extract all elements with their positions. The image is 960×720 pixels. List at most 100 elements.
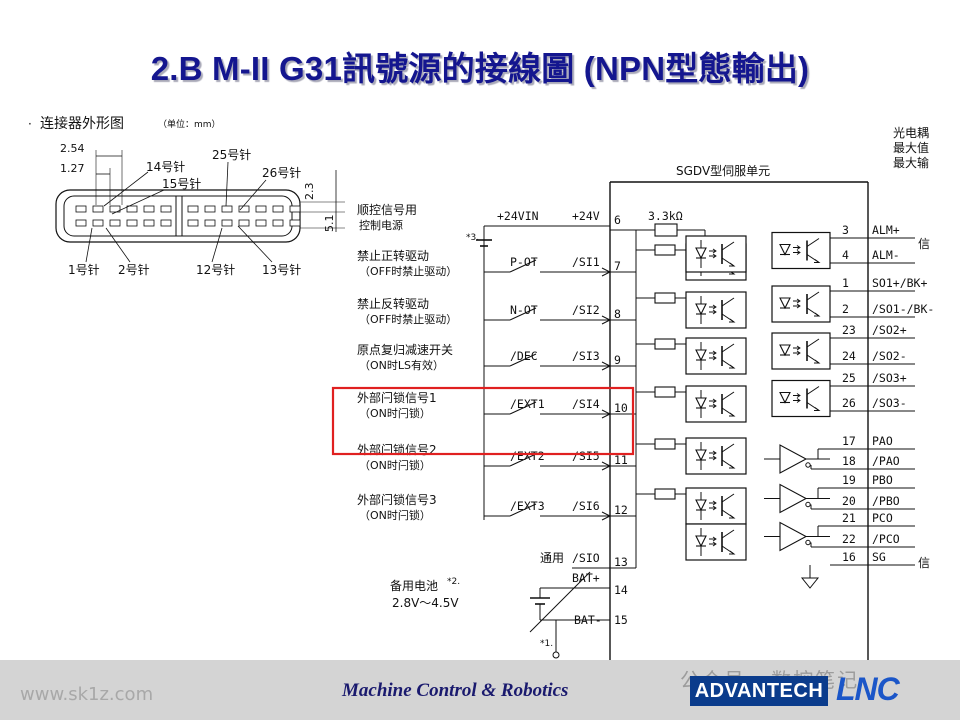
output-optocoupler bbox=[771, 285, 831, 323]
input-desc: 顺控信号用 bbox=[357, 203, 417, 217]
battery-note: *2. bbox=[447, 577, 460, 587]
output-pin: 16 bbox=[842, 550, 856, 564]
output-signal: /PCO bbox=[872, 532, 900, 546]
output-optocoupler bbox=[771, 231, 831, 270]
input-desc-sub: （ON时LS有效） bbox=[359, 358, 444, 372]
output-row: /SO2+23 bbox=[830, 323, 915, 339]
output-pin: 21 bbox=[842, 511, 856, 525]
input-desc-sub: （ON时闩锁） bbox=[359, 458, 431, 472]
input-switch-label: P-OT bbox=[510, 255, 538, 269]
pin-hole bbox=[272, 219, 284, 227]
pin-hole bbox=[143, 205, 155, 213]
output-row: /PAO 18 bbox=[830, 454, 915, 470]
pin-hole bbox=[109, 219, 121, 227]
output-signal: SG bbox=[872, 550, 886, 564]
input-switch-label: N-OT bbox=[510, 303, 538, 317]
pin-hole bbox=[160, 205, 172, 213]
connector-drawing: · 连接器外形图 （单位：mm） 2.54 1.27 2.3 5.1 14号针 … bbox=[28, 115, 345, 277]
pin-hole bbox=[255, 205, 267, 213]
highlight-box bbox=[331, 386, 635, 456]
input-desc: 禁止正转驱动 bbox=[357, 248, 429, 263]
output-pin: 26 bbox=[842, 396, 856, 410]
dim-height-1: 2.3 bbox=[303, 183, 316, 201]
pin-hole bbox=[187, 205, 199, 213]
star-3: *3. bbox=[466, 233, 479, 243]
dim-height-2: 5.1 bbox=[323, 215, 336, 233]
output-row: SO1+/BK+1 bbox=[830, 276, 927, 292]
pin-hole bbox=[160, 219, 172, 227]
output-optocoupler bbox=[771, 379, 831, 418]
output-pin: 18 bbox=[842, 454, 856, 468]
input-desc-sub: （ON时闩锁） bbox=[359, 406, 431, 420]
output-pin: 1 bbox=[842, 276, 849, 290]
servo-unit-label: SGDV型伺服单元 bbox=[676, 164, 770, 178]
output-signal: /SO3+ bbox=[872, 371, 907, 385]
input-desc: 禁止反转驱动 bbox=[357, 296, 429, 311]
input-desc: 外部闩锁信号3 bbox=[357, 492, 437, 507]
servo-unit-frame: SGDV型伺服单元 bbox=[609, 164, 869, 660]
footer-tagline: Machine Control & Robotics bbox=[342, 680, 569, 701]
pin-hole bbox=[238, 205, 250, 213]
note-max-2: 最大输 bbox=[893, 155, 929, 170]
output-signal: /PAO bbox=[872, 454, 900, 468]
output-signal: /SO2- bbox=[872, 349, 907, 363]
input-desc: 原点复归减速开关 bbox=[357, 343, 453, 357]
dim-pitch: 2.54 bbox=[60, 142, 85, 155]
input-signal: /SI6 bbox=[572, 499, 600, 513]
output-signal: /PBO bbox=[872, 494, 900, 508]
footer-site: www.sk1z.com bbox=[20, 684, 154, 705]
pin-hole bbox=[75, 205, 87, 213]
output-pin: 25 bbox=[842, 371, 856, 385]
pin-hole bbox=[221, 219, 233, 227]
resistor-value: 3.3kΩ bbox=[648, 209, 683, 223]
note-max-1: 最大值 bbox=[893, 140, 929, 155]
line-driver bbox=[779, 483, 811, 514]
input-signal: /SI5 bbox=[572, 449, 600, 463]
star-1: *1. bbox=[540, 639, 553, 649]
input-signal: /SI3 bbox=[572, 349, 600, 363]
input-desc-sub: （OFF时禁止驱动） bbox=[359, 265, 457, 278]
pin-label-15: 15号针 bbox=[162, 176, 201, 191]
output-signal: ALM- bbox=[872, 248, 900, 262]
pin-hole bbox=[289, 219, 301, 227]
output-pin: 22 bbox=[842, 532, 856, 546]
output-circuits: ALM+3ALM-4SO1+/BK+1/SO1-/BK-2/SO2+23/SO2… bbox=[764, 223, 934, 589]
common-pin: 13 bbox=[614, 555, 628, 569]
output-signal: /SO3- bbox=[872, 396, 907, 410]
output-row: /SO1-/BK-2 bbox=[830, 302, 934, 318]
output-row: ALM-4 bbox=[830, 248, 915, 264]
dim-offset: 1.27 bbox=[60, 162, 85, 175]
pin-label-14: 14号针 bbox=[146, 159, 185, 174]
pin-label-25: 25号针 bbox=[212, 147, 251, 162]
input-pin: 6 bbox=[614, 213, 621, 227]
pin-hole bbox=[238, 219, 250, 227]
input-pin: 8 bbox=[614, 307, 621, 321]
pin-hole bbox=[204, 219, 216, 227]
right-edge-bottom: 信 bbox=[918, 556, 930, 570]
input-pin: 9 bbox=[614, 353, 621, 367]
common-signal: /SIO bbox=[572, 551, 600, 565]
bat-plus-pin: 14 bbox=[614, 583, 628, 597]
pin-hole bbox=[221, 205, 233, 213]
connector-bullet: · bbox=[28, 117, 32, 131]
input-signal: /SI2 bbox=[572, 303, 600, 317]
input-signal: /SI1 bbox=[572, 255, 600, 269]
lnc-logo: LNC bbox=[836, 671, 900, 707]
input-signal: /SI4 bbox=[572, 397, 600, 411]
battery-range: 2.8V～4.5V bbox=[392, 596, 459, 610]
advantech-logo: ADVANTECH bbox=[690, 676, 828, 706]
input-switch-label: /DEC bbox=[510, 349, 538, 363]
input-pin: 11 bbox=[614, 453, 628, 467]
output-pin: 17 bbox=[842, 434, 856, 448]
pin-hole bbox=[126, 219, 138, 227]
input-desc-sub: （ON时闩锁） bbox=[359, 508, 431, 522]
input-desc-sub: 控制电源 bbox=[359, 218, 403, 232]
output-signal: ALM+ bbox=[872, 223, 900, 237]
connector-heading: 连接器外形图 bbox=[40, 115, 124, 132]
input-switch-label: /EXT2 bbox=[510, 449, 545, 463]
